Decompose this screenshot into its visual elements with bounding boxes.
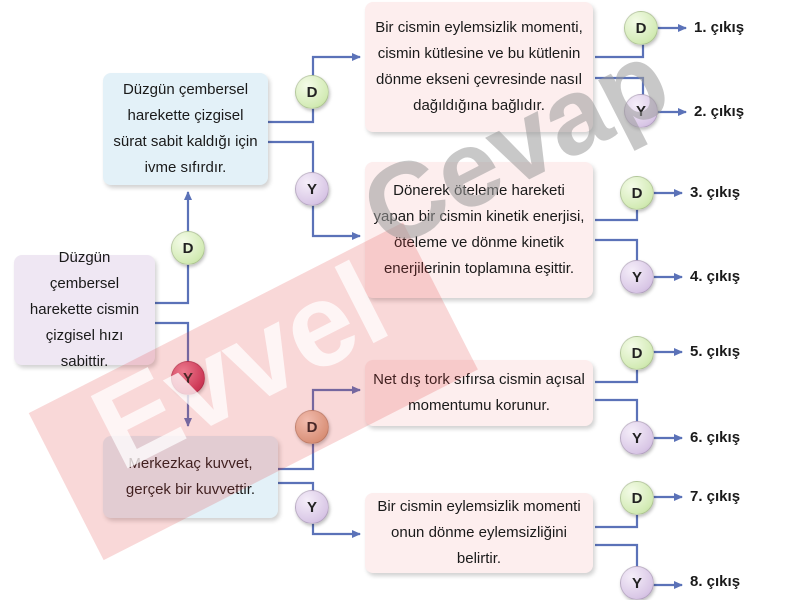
start-statement-box: Düzgün çembersel harekette cismin çizgis… (14, 249, 155, 370)
true-node-lower: D (295, 410, 329, 444)
false-node-lower: Y (295, 490, 329, 524)
exit-3-label: 3. çıkış (690, 184, 741, 201)
false-node-3: Y (620, 421, 654, 455)
false-node-1: Y (624, 94, 658, 128)
lower-statement-text: Merkezkaç kuvvet, gerçek bir kuvvettir. (125, 455, 256, 498)
false-node-upper: Y (295, 172, 329, 206)
start-statement-text: Düzgün çembersel harekette cismin çizgis… (29, 249, 140, 370)
lower-statement-box: Merkezkaç kuvvet, gerçek bir kuvvettir. (103, 436, 278, 518)
edge-b3-false (595, 398, 683, 442)
true-node-4: D (620, 481, 654, 515)
true-node-2: D (620, 176, 654, 210)
false-node-start: Y (171, 361, 205, 395)
exit-2-label: 2. çıkış (694, 103, 745, 120)
statement-text-3: Net dış tork sıfırsa cismin açısal momen… (373, 371, 585, 414)
false-node-4: Y (620, 566, 654, 600)
upper-statement-box: Düzgün çembersel harekette çizgisel süra… (103, 73, 268, 185)
exit-7-label: 7. çıkış (690, 488, 741, 505)
edge-start-true (155, 191, 192, 305)
statement-text-1: Bir cismin eylemsizlik momenti, cismin k… (375, 19, 583, 114)
true-node-1: D (624, 11, 658, 45)
exit-1-label: 1. çıkış (694, 19, 745, 36)
true-node-start: D (171, 231, 205, 265)
exit-5-label: 5. çıkış (690, 343, 741, 360)
false-node-2: Y (620, 260, 654, 294)
statement-box-1: Bir cismin eylemsizlik momenti, cismin k… (365, 2, 593, 132)
exit-6-label: 6. çıkış (690, 429, 741, 446)
statement-box-2: Dönerek öteleme hareketi yapan bir cismi… (365, 162, 593, 298)
statement-box-4: Bir cismin eylemsizlik momenti onun dönm… (365, 493, 593, 573)
exit-4-label: 4. çıkış (690, 268, 741, 285)
true-node-3: D (620, 336, 654, 370)
edge-b4-false (595, 543, 683, 589)
statement-box-3: Net dış tork sıfırsa cismin açısal momen… (365, 360, 593, 426)
true-node-upper: D (295, 75, 329, 109)
exit-8-label: 8. çıkış (690, 573, 741, 590)
statement-text-4: Bir cismin eylemsizlik momenti onun dönm… (377, 498, 581, 567)
statement-text-2: Dönerek öteleme hareketi yapan bir cismi… (373, 182, 585, 277)
edge-b2-false (595, 238, 683, 281)
upper-statement-text: Düzgün çembersel harekette çizgisel süra… (113, 81, 258, 176)
